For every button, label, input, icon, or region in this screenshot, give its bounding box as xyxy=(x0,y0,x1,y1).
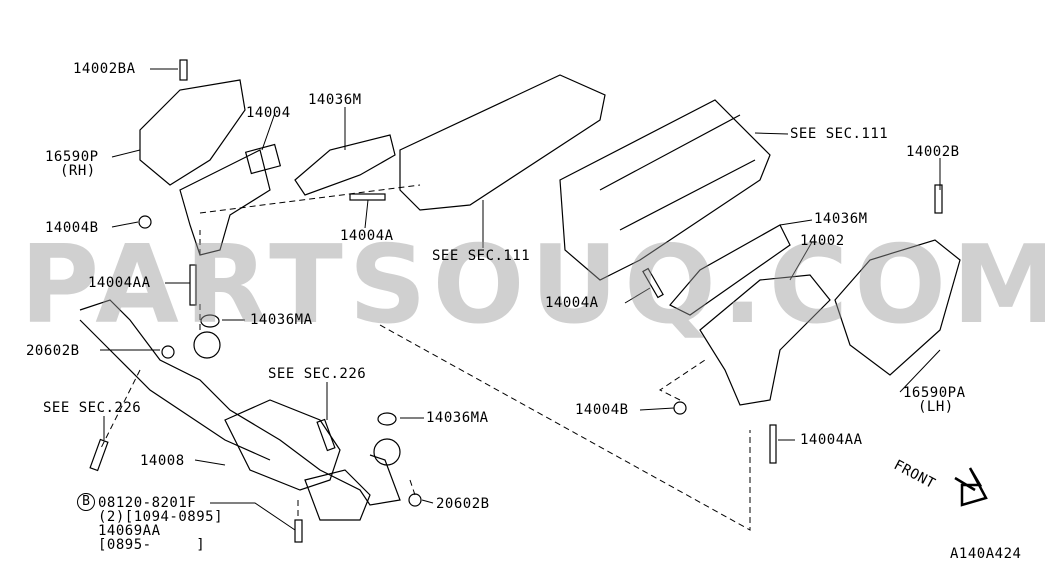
part-label: 14002B xyxy=(906,144,960,160)
part-label: 14069AA xyxy=(98,523,161,539)
section-reference: SEE SEC.226 xyxy=(268,366,367,382)
gasket-ma-rh xyxy=(200,314,220,328)
part-label: 20602B xyxy=(26,343,80,359)
watermark-logo: PARTSOUQ.COM xyxy=(20,223,1045,348)
gasket-single-rh xyxy=(244,143,282,175)
nut-rh xyxy=(138,215,152,229)
part-label: 16590P xyxy=(45,149,99,165)
o2-sensor-a xyxy=(316,418,336,452)
stud-a-lh xyxy=(642,267,664,299)
o2-sensor-b xyxy=(89,438,109,472)
gasket-ma-lh xyxy=(377,412,397,426)
heat-cover-lh xyxy=(834,239,961,376)
nut-lh xyxy=(673,401,687,415)
part-label: 14002BA xyxy=(73,61,136,77)
front-pipe xyxy=(79,299,401,506)
nut-20602b-b xyxy=(408,493,422,507)
diagram-code: A140A424 xyxy=(950,546,1022,562)
front-arrow-icon xyxy=(954,467,988,507)
callout-b-icon: B xyxy=(77,493,95,511)
cylinder-head-rh xyxy=(399,74,606,211)
gasket-rh xyxy=(294,134,396,196)
part-label: [0895- ] xyxy=(98,537,206,553)
part-label: 14004A xyxy=(545,295,599,311)
part-label: 08120-8201F xyxy=(98,495,197,511)
part-label: 14036M xyxy=(308,92,362,108)
section-reference: SEE SEC.226 xyxy=(43,400,142,416)
part-label: 14004B xyxy=(575,402,629,418)
exhaust-manifold-lh xyxy=(699,274,831,406)
part-label: (LH) xyxy=(918,399,954,415)
part-label: 14036MA xyxy=(426,410,489,426)
dashed-assembly-lines xyxy=(99,184,751,531)
bolt-b xyxy=(294,519,303,543)
catalytic-converter xyxy=(224,399,341,491)
section-reference: SEE SEC.111 xyxy=(432,248,531,264)
nut-20602b-a xyxy=(161,345,175,359)
bolt-lh xyxy=(934,184,943,214)
part-label: 14004 xyxy=(246,105,291,121)
solid-leader-lines xyxy=(100,68,941,531)
part-label: 14004B xyxy=(45,220,99,236)
part-label: (2)[1094-0895] xyxy=(98,509,224,525)
part-label: 14004AA xyxy=(800,432,863,448)
part-label: 14008 xyxy=(140,453,185,469)
cylinder-head-lh xyxy=(559,99,771,281)
part-label: 14004AA xyxy=(88,275,151,291)
bolt-rh xyxy=(179,59,188,81)
exhaust-manifold-rh xyxy=(179,149,271,256)
part-label: 14002 xyxy=(800,233,845,249)
stud-rh xyxy=(189,264,197,306)
part-label: (RH) xyxy=(60,163,96,179)
front-pipe-lower-edge xyxy=(79,319,271,461)
catalytic-converter-outlet xyxy=(304,469,371,521)
cylinder-head-lh-detail xyxy=(599,114,756,231)
part-label: 16590PA xyxy=(903,385,966,401)
leader-lines xyxy=(99,68,941,531)
flange-lh xyxy=(373,438,401,466)
stud-lh xyxy=(769,424,777,464)
part-label: 14036M xyxy=(814,211,868,227)
part-label: 14004A xyxy=(340,228,394,244)
heat-cover-rh xyxy=(139,79,246,186)
section-reference: SEE SEC.111 xyxy=(790,126,889,142)
stud-a-rh xyxy=(349,193,386,201)
gasket-lh xyxy=(669,224,791,316)
part-label: 14036MA xyxy=(250,312,313,328)
flange-rh xyxy=(193,331,221,359)
part-label: 20602B xyxy=(436,496,490,512)
